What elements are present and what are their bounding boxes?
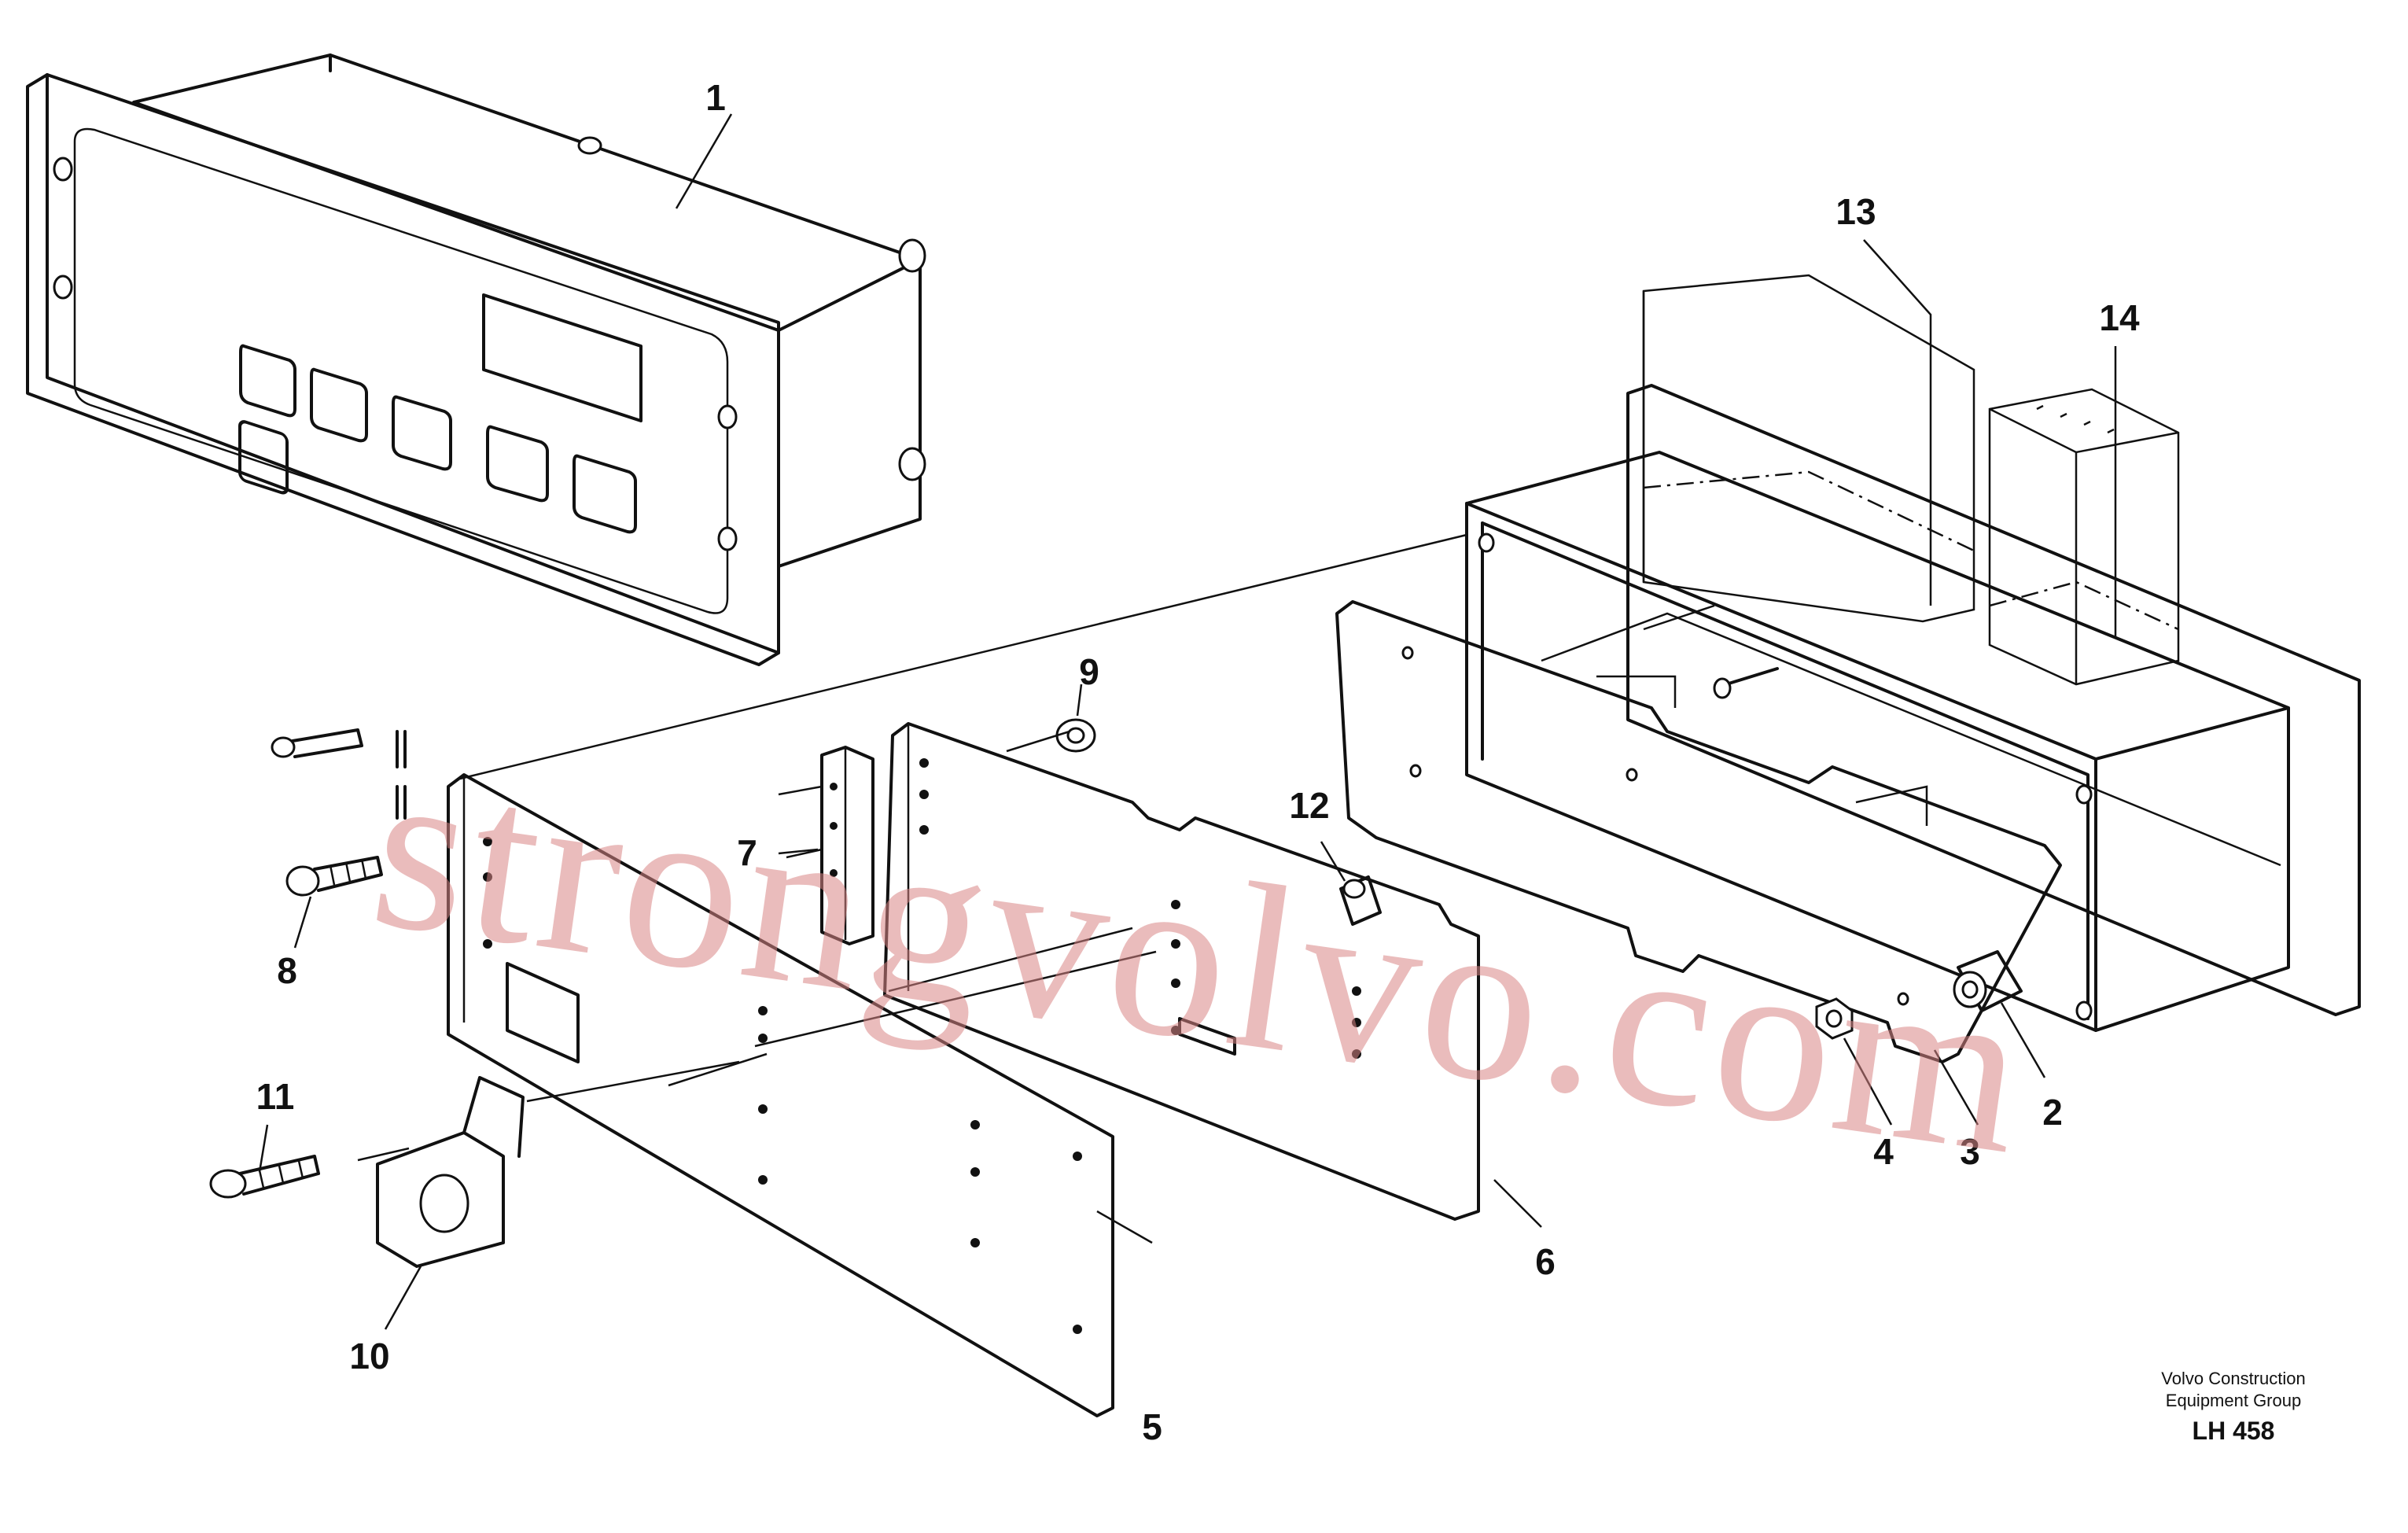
caption-company-line1: Volvo Construction: [2161, 1369, 2305, 1388]
label-3: 3: [1960, 1131, 1980, 1172]
part-11-screw: [209, 1155, 320, 1199]
part-12-standoff: [1339, 875, 1382, 926]
label-11: 11: [256, 1076, 295, 1117]
housing-assembly: [1465, 384, 2361, 1032]
part-8-screw: [285, 856, 383, 897]
part-4-nut: [1815, 997, 1854, 1040]
part-13-module: [1642, 274, 1975, 623]
part-7-bracket: [778, 746, 874, 945]
part-6-circuit-board: [883, 722, 1480, 1221]
part-14-connector: [1988, 388, 2180, 686]
label-7: 7: [737, 832, 757, 873]
label-4: 4: [1873, 1131, 1894, 1172]
label-14: 14: [2099, 297, 2140, 338]
label-2: 2: [2042, 1092, 2063, 1133]
label-1: 1: [705, 77, 726, 118]
screw-with-washers: [271, 728, 407, 820]
part-1-display-unit: [26, 53, 926, 666]
label-leaders: [258, 113, 2117, 1330]
caption-company-line2: Equipment Group: [2166, 1391, 2301, 1410]
label-9: 9: [1079, 651, 1099, 692]
label-8: 8: [277, 950, 297, 991]
part-9-grommet: [1055, 718, 1096, 753]
label-13: 13: [1835, 191, 1876, 232]
label-6: 6: [1535, 1241, 1556, 1282]
part-5-front-plate: [447, 773, 1114, 1417]
caption-block: Volvo Construction Equipment Group LH 45…: [2161, 1369, 2305, 1445]
drawing-reference: LH 458: [2193, 1417, 2275, 1445]
assembly-lines: [357, 533, 1715, 1162]
part-10-bracket: [376, 1076, 525, 1268]
label-5: 5: [1142, 1406, 1162, 1447]
part-labels: 1 2 3 4 5 6 7 8 9 10 11 12 13 14: [256, 77, 2140, 1447]
label-10: 10: [349, 1336, 389, 1376]
label-12: 12: [1289, 785, 1329, 826]
